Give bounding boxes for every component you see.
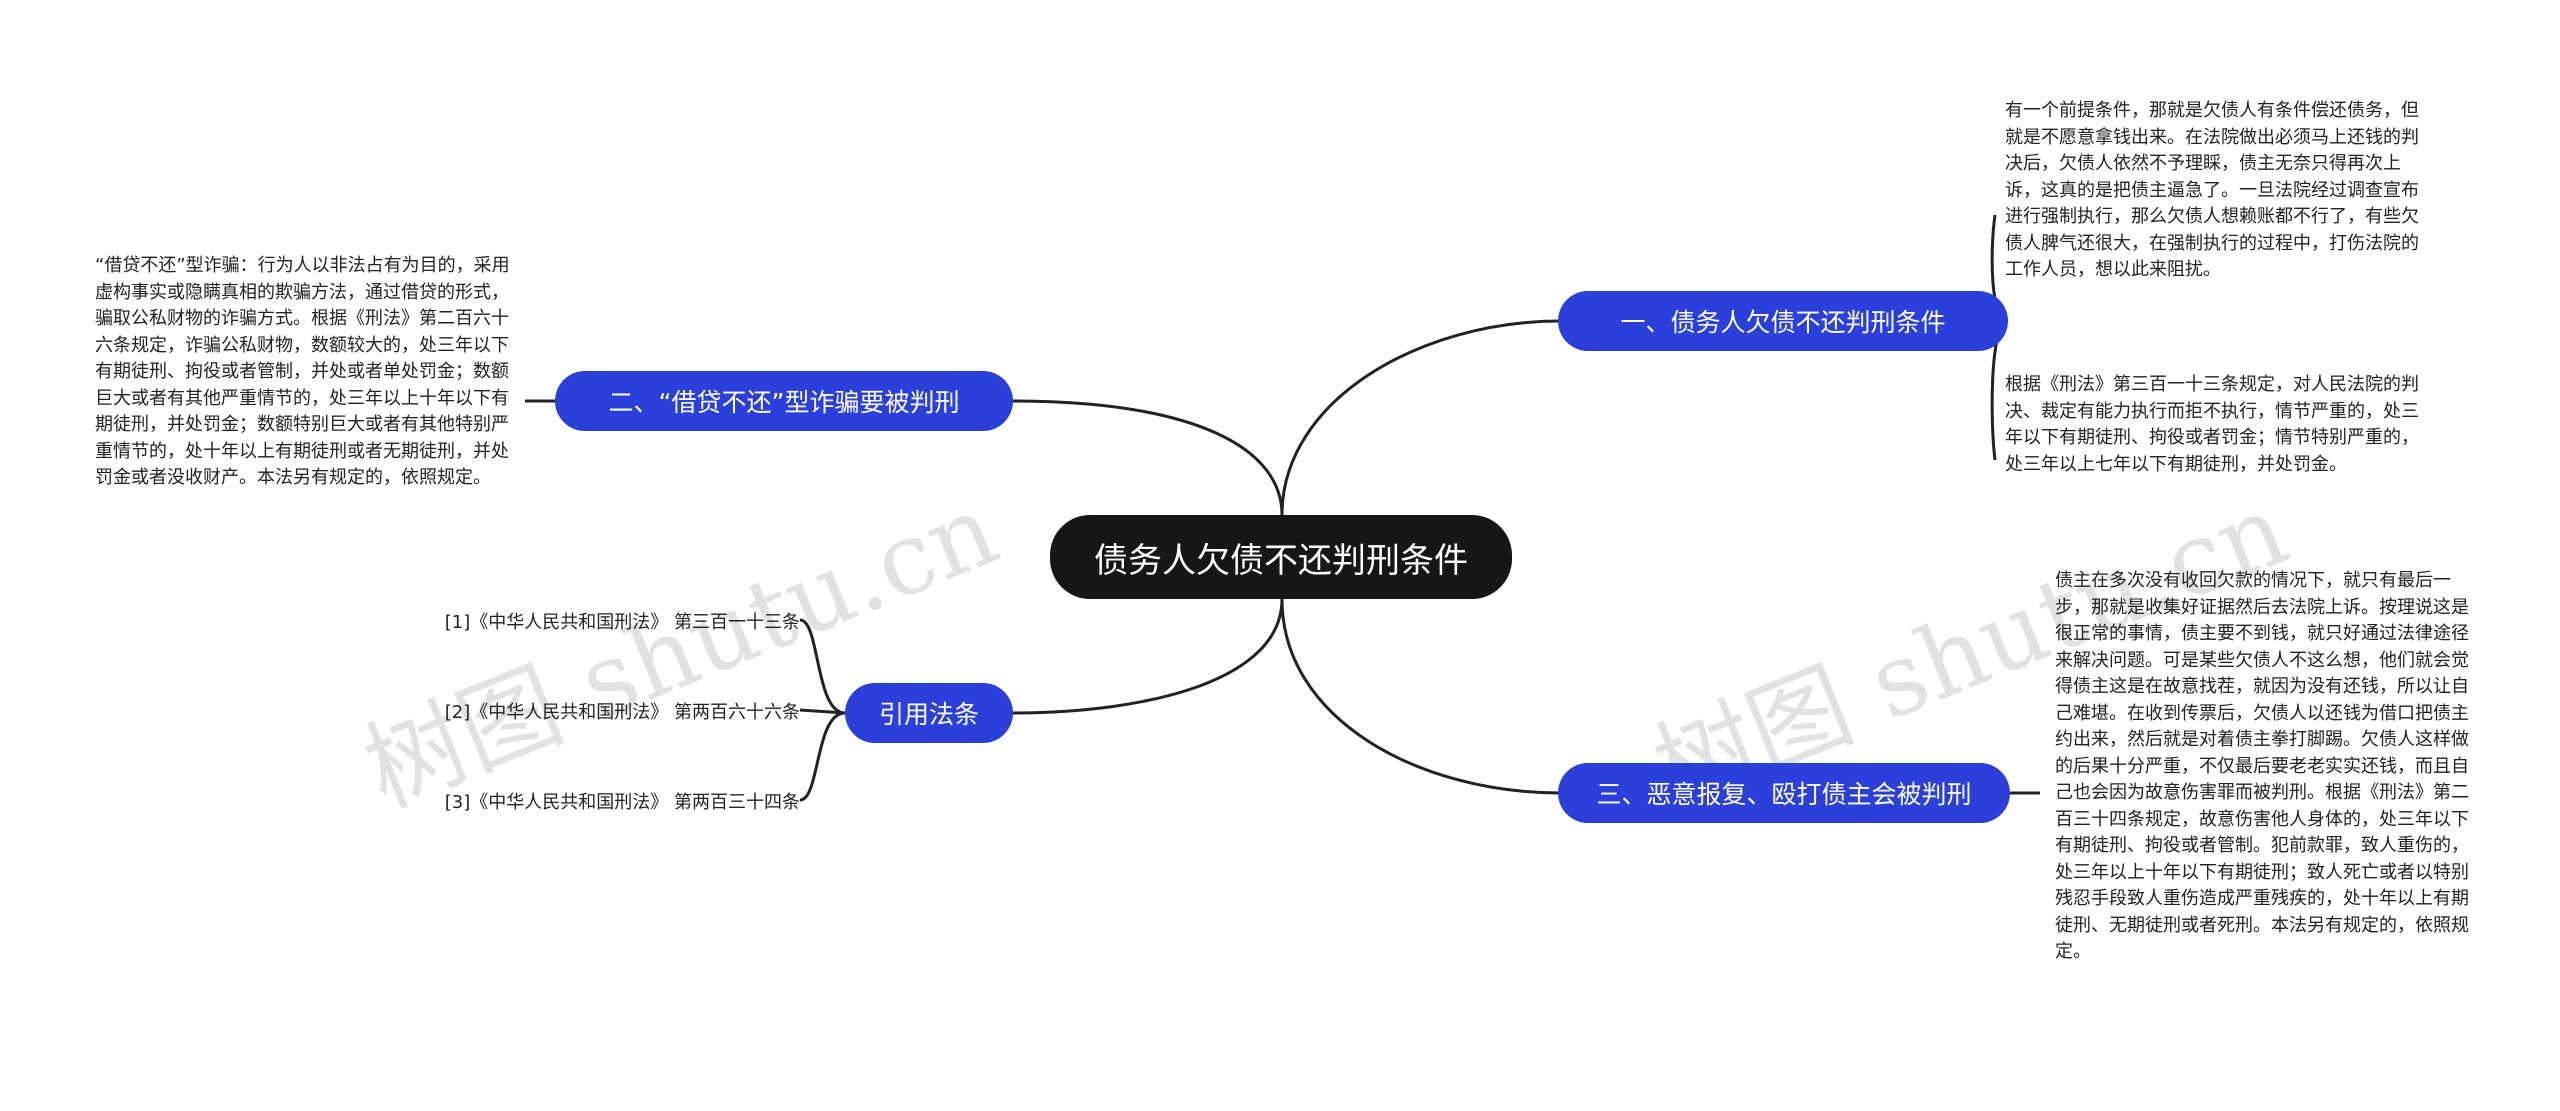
branch-1-conditions[interactable]: 一、债务人欠债不还判刑条件	[1558, 291, 2008, 351]
branch-2-fraud[interactable]: 二、“借贷不还”型诈骗要被判刑	[555, 371, 1013, 431]
connector-central-b3	[1010, 598, 1284, 715]
connector-b3-bracket	[799, 618, 846, 802]
connector-central-b2	[1010, 399, 1284, 516]
connector-central-b4	[1280, 598, 1561, 795]
leaf-b1-law[interactable]: 根据《刑法》第三百一十三条规定，对人民法院的判决、裁定有能力执行而拒不执行，情节…	[2005, 374, 2419, 475]
central-topic[interactable]: 债务人欠债不还判刑条件	[1050, 515, 1512, 599]
leaf-b2-fraud[interactable]: “借贷不还”型诈骗：行为人以非法占有为目的，采用虚构事实或隐瞒真相的欺骗方法，通…	[95, 255, 510, 488]
citation-1[interactable]: [1]《中华人民共和国刑法》 第三百一十三条	[444, 612, 800, 633]
citation-3[interactable]: [3]《中华人民共和国刑法》 第两百三十四条	[444, 792, 800, 813]
connector-central-b1	[1280, 319, 1561, 516]
leaf-b1-premise[interactable]: 有一个前提条件，那就是欠债人有条件偿还债务，但就是不愿意拿钱出来。在法院做出必须…	[2005, 100, 2419, 280]
citation-2[interactable]: [2]《中华人民共和国刑法》 第两百六十六条	[444, 702, 800, 723]
branch-citations[interactable]: 引用法条	[845, 683, 1013, 743]
branch-3-retaliation[interactable]: 三、恶意报复、殴打债主会被判刑	[1558, 763, 2010, 823]
leaf-b4-retaliation[interactable]: 债主在多次没有收回欠款的情况下，就只有最后一步，那就是收集好证据然后去法院上诉。…	[2055, 570, 2469, 962]
